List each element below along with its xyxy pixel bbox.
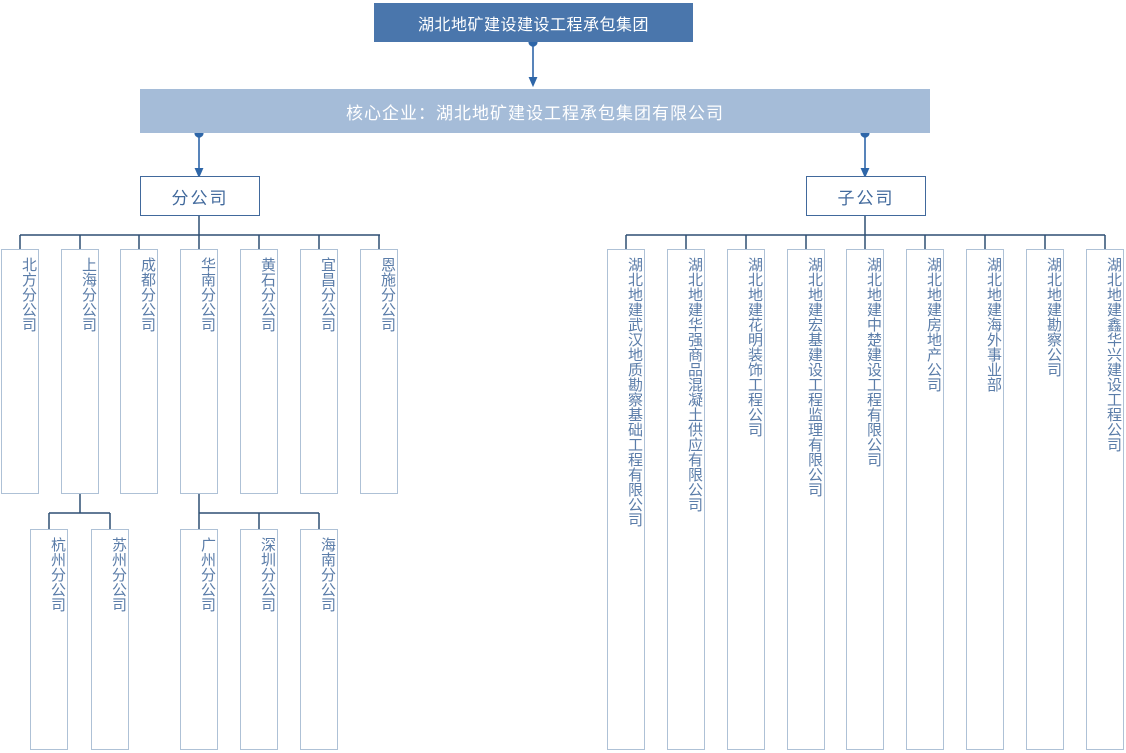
node-huanan-child-label: 海南分公司 xyxy=(319,537,337,612)
node-group-branch-label: 分公司 xyxy=(171,188,229,209)
connector-core-to-branch xyxy=(194,128,204,179)
node-branch-child-label: 黄石分公司 xyxy=(259,257,277,332)
connector-huanan-tree xyxy=(198,494,320,529)
connector-shanghai-tree xyxy=(48,494,111,529)
node-subsidiary-child[interactable]: 湖北地建华强商品混凝土供应有限公司 xyxy=(667,249,705,750)
node-subsidiary-child-label: 湖北地建海外事业部 xyxy=(985,257,1003,392)
node-branch-child-label: 北方分公司 xyxy=(20,257,38,332)
connector-subsidiary-tree xyxy=(625,216,1106,249)
node-core-enterprise[interactable]: 核心企业：湖北地矿建设工程承包集团有限公司 xyxy=(140,89,930,133)
node-subsidiary-child-label: 湖北地建宏基建设工程监理有限公司 xyxy=(806,257,824,497)
node-branch-child[interactable]: 上海分公司 xyxy=(61,249,99,494)
node-shanghai-child[interactable]: 苏州分公司 xyxy=(91,529,129,750)
node-group-subsidiary-label: 子公司 xyxy=(837,188,895,209)
node-shanghai-child-label: 苏州分公司 xyxy=(110,537,128,612)
node-branch-child[interactable]: 北方分公司 xyxy=(1,249,39,494)
node-root-label: 湖北地矿建设建设工程承包集团 xyxy=(417,14,649,34)
node-branch-child[interactable]: 恩施分公司 xyxy=(360,249,398,494)
node-subsidiary-child-label: 湖北地建华强商品混凝土供应有限公司 xyxy=(686,257,704,512)
node-subsidiary-child-label: 湖北地建中楚建设工程有限公司 xyxy=(865,257,883,467)
node-subsidiary-child[interactable]: 湖北地建武汉地质勘察基础工程有限公司 xyxy=(607,249,645,750)
node-huanan-child[interactable]: 海南分公司 xyxy=(300,529,338,750)
node-branch-child-label: 华南分公司 xyxy=(199,257,217,332)
node-core-label: 核心企业：湖北地矿建设工程承包集团有限公司 xyxy=(346,103,724,124)
node-subsidiary-child[interactable]: 湖北地建中楚建设工程有限公司 xyxy=(846,249,884,750)
node-subsidiary-child-label: 湖北地建武汉地质勘察基础工程有限公司 xyxy=(626,257,644,527)
node-branch-child[interactable]: 成都分公司 xyxy=(120,249,158,494)
node-subsidiary-child-label: 湖北地建房地产公司 xyxy=(925,257,943,392)
node-group-subsidiary[interactable]: 子公司 xyxy=(806,176,926,216)
connector-core-to-subsidiary xyxy=(860,128,870,179)
node-subsidiary-child-label: 湖北地建花明装饰工程公司 xyxy=(746,257,764,437)
node-huanan-child[interactable]: 广州分公司 xyxy=(180,529,218,750)
node-subsidiary-child[interactable]: 湖北地建海外事业部 xyxy=(966,249,1004,750)
node-subsidiary-child-label: 湖北地建鑫华兴建设工程公司 xyxy=(1105,257,1123,452)
node-branch-child-label: 上海分公司 xyxy=(80,257,98,332)
node-branch-child-label: 成都分公司 xyxy=(139,257,157,332)
node-huanan-child[interactable]: 深圳分公司 xyxy=(240,529,278,750)
node-subsidiary-child-label: 湖北地建勘察公司 xyxy=(1045,257,1063,377)
node-subsidiary-child[interactable]: 湖北地建宏基建设工程监理有限公司 xyxy=(787,249,825,750)
node-huanan-child-label: 深圳分公司 xyxy=(259,537,277,612)
node-root[interactable]: 湖北地矿建设建设工程承包集团 xyxy=(374,3,693,42)
node-group-branch[interactable]: 分公司 xyxy=(140,176,260,216)
node-branch-child[interactable]: 黄石分公司 xyxy=(240,249,278,494)
connector-branch-tree xyxy=(19,216,380,249)
connector-root-to-core xyxy=(528,37,538,88)
node-branch-child-label: 恩施分公司 xyxy=(379,257,397,332)
node-shanghai-child-label: 杭州分公司 xyxy=(49,537,67,612)
node-branch-child-label: 宜昌分公司 xyxy=(319,257,337,332)
node-subsidiary-child[interactable]: 湖北地建鑫华兴建设工程公司 xyxy=(1086,249,1124,750)
node-subsidiary-child[interactable]: 湖北地建花明装饰工程公司 xyxy=(727,249,765,750)
node-shanghai-child[interactable]: 杭州分公司 xyxy=(30,529,68,750)
node-branch-child[interactable]: 宜昌分公司 xyxy=(300,249,338,494)
node-branch-child[interactable]: 华南分公司 xyxy=(180,249,218,494)
node-subsidiary-child[interactable]: 湖北地建勘察公司 xyxy=(1026,249,1064,750)
node-subsidiary-child[interactable]: 湖北地建房地产公司 xyxy=(906,249,944,750)
node-huanan-child-label: 广州分公司 xyxy=(199,537,217,612)
